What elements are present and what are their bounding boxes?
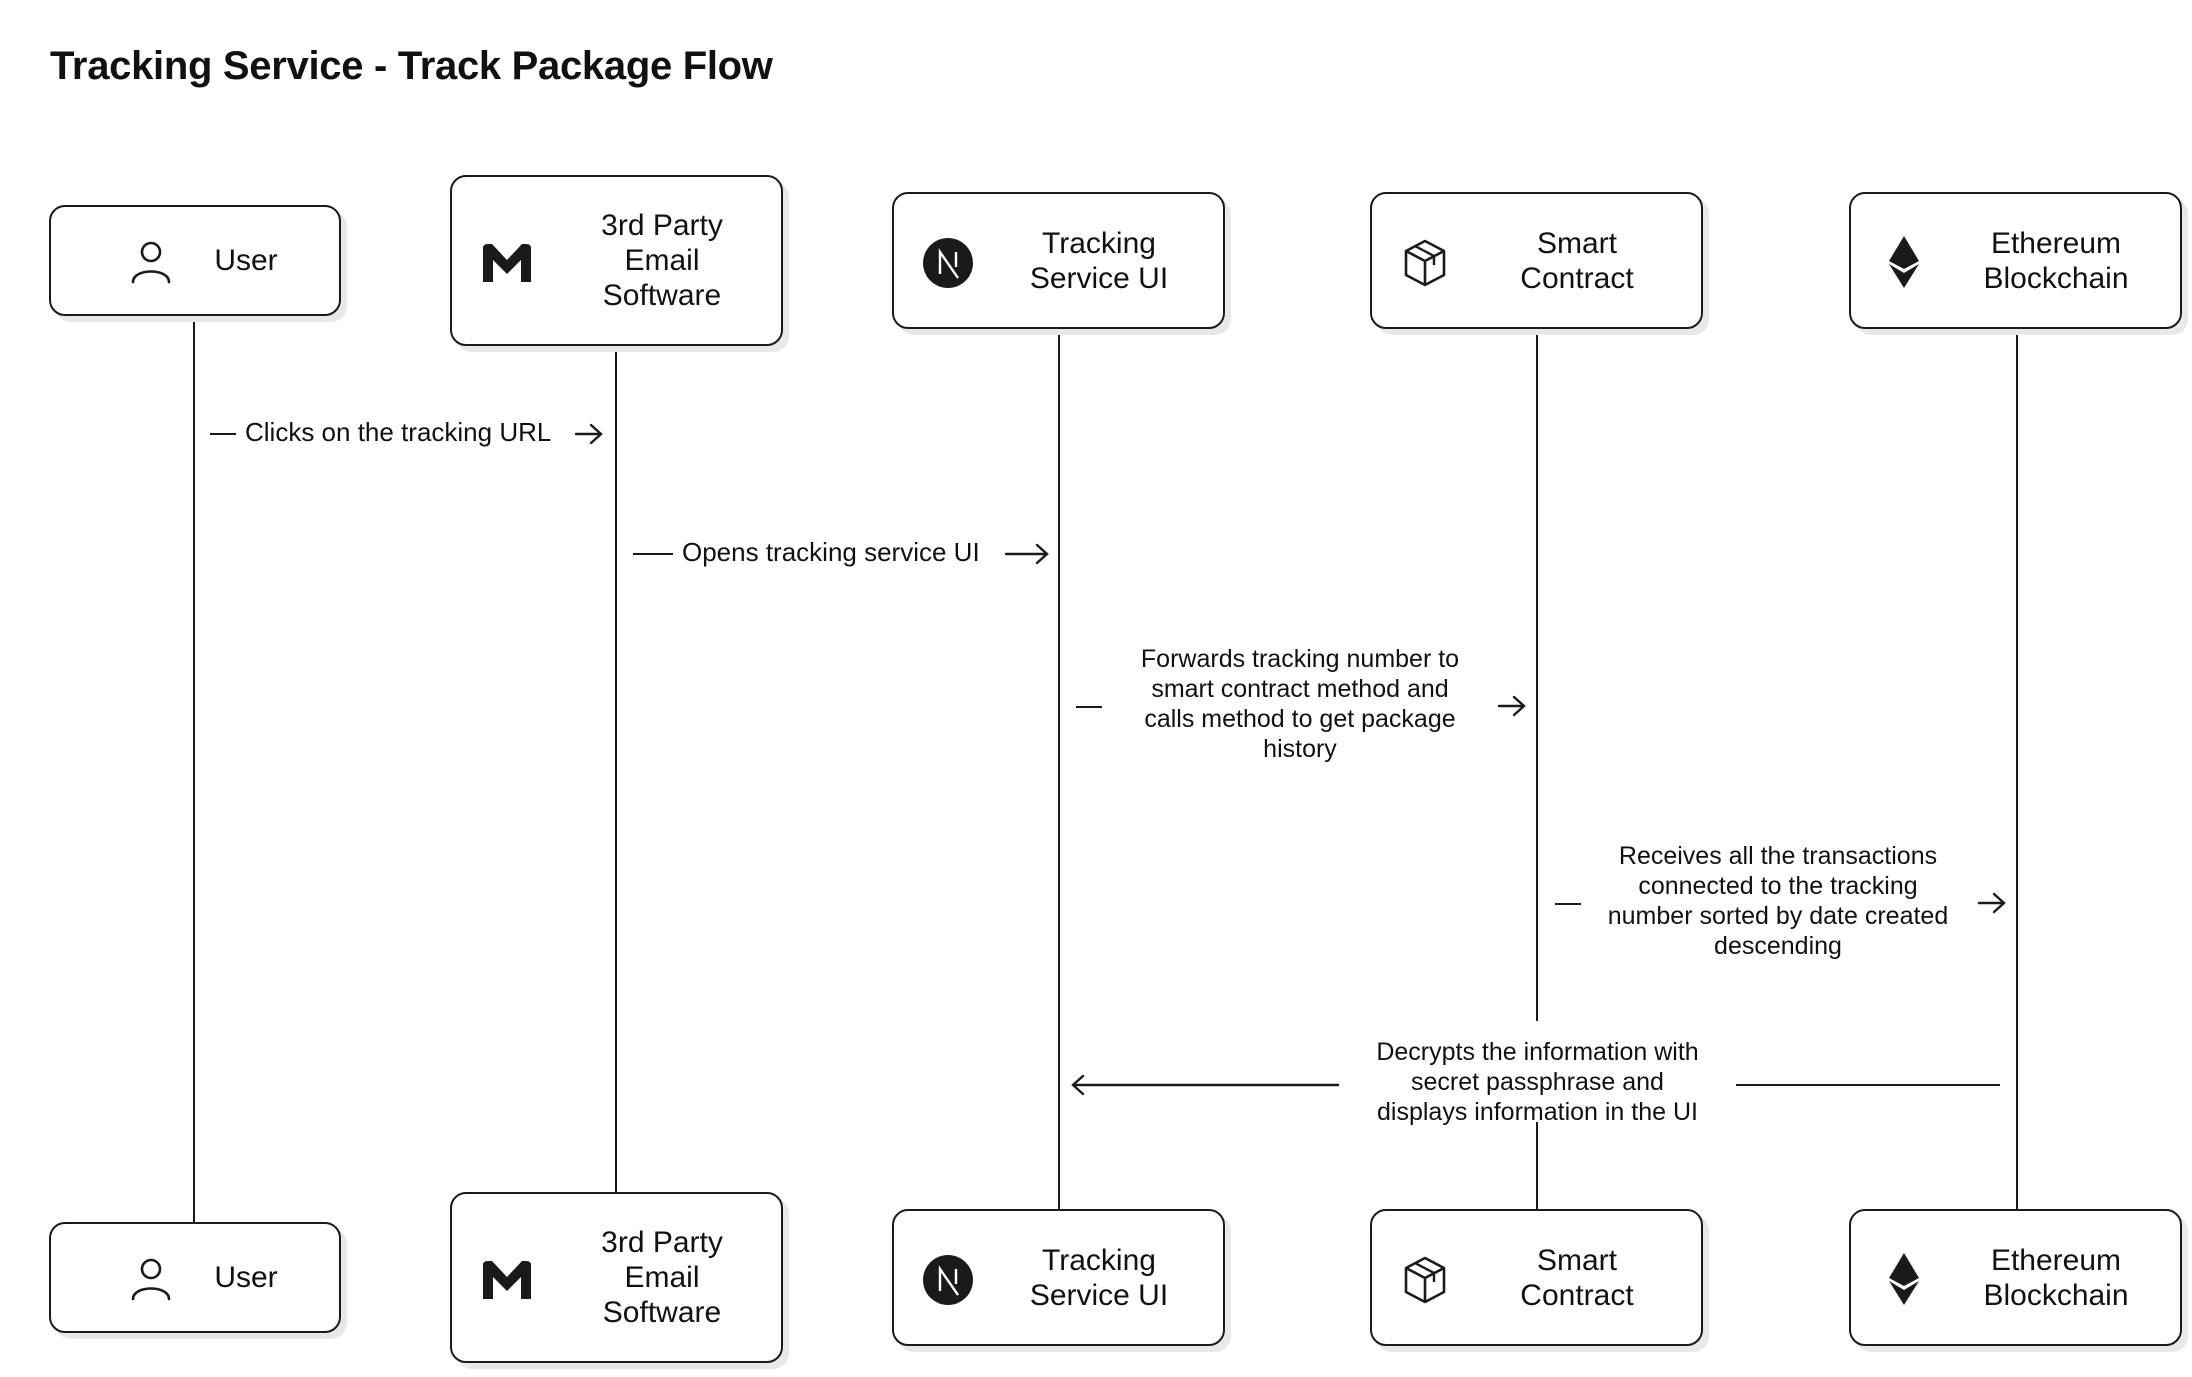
- message-label: Decrypts the information with secret pas…: [1376, 1038, 1699, 1126]
- participant-ui-top[interactable]: Tracking Service UI: [892, 192, 1225, 329]
- participant-contract-top[interactable]: Smart Contract: [1370, 192, 1703, 329]
- message-line: [1736, 1084, 2000, 1086]
- arrow-right-icon: [1004, 543, 1049, 565]
- participant-chain-top[interactable]: Ethereum Blockchain: [1849, 192, 2182, 329]
- cube-icon: [1402, 1255, 1448, 1305]
- message-line: [1555, 903, 1581, 905]
- ethereum-icon: [1887, 234, 1921, 290]
- nextjs-icon: [922, 237, 974, 289]
- gmail-icon: [480, 242, 534, 284]
- participant-label: User: [214, 244, 278, 277]
- message-line: [1076, 706, 1102, 708]
- message-label: Clicks on the tracking URL: [245, 417, 552, 447]
- participant-label: Smart Contract: [1520, 1243, 1634, 1312]
- participant-label: Tracking Service UI: [1029, 1243, 1169, 1312]
- nextjs-icon: [922, 1254, 974, 1306]
- participant-label: Ethereum Blockchain: [1983, 226, 2129, 295]
- ethereum-icon: [1887, 1251, 1921, 1307]
- arrow-right-icon: [1977, 892, 2006, 914]
- participant-contract-bottom[interactable]: Smart Contract: [1370, 1209, 1703, 1346]
- message-label: Receives all the transactions connected …: [1607, 842, 1949, 960]
- arrow-right-icon: [1497, 695, 1526, 717]
- lifeline-contract-lower: [1536, 1122, 1538, 1210]
- message-label: Opens tracking service UI: [682, 537, 980, 567]
- user-icon: [129, 238, 173, 286]
- participant-label: User: [214, 1261, 278, 1294]
- lifeline-user: [193, 316, 195, 1222]
- diagram-title: Tracking Service - Track Package Flow: [50, 44, 773, 88]
- participant-email-top[interactable]: 3rd Party Email Software: [450, 175, 783, 346]
- message-label: Forwards tracking number to smart contra…: [1140, 645, 1460, 763]
- participant-label: Ethereum Blockchain: [1983, 1243, 2129, 1312]
- participant-label: Smart Contract: [1520, 226, 1634, 295]
- message-line: [633, 553, 673, 555]
- user-icon: [129, 1255, 173, 1303]
- lifeline-email: [615, 346, 617, 1192]
- participant-email-bottom[interactable]: 3rd Party Email Software: [450, 1192, 783, 1363]
- participant-chain-bottom[interactable]: Ethereum Blockchain: [1849, 1209, 2182, 1346]
- participant-label: Tracking Service UI: [1029, 226, 1169, 295]
- arrow-right-icon: [574, 423, 603, 445]
- participant-ui-bottom[interactable]: Tracking Service UI: [892, 1209, 1225, 1346]
- participant-user-bottom[interactable]: User: [49, 1222, 341, 1333]
- gmail-icon: [480, 1259, 534, 1301]
- participant-user-top[interactable]: User: [49, 205, 341, 316]
- participant-label: 3rd Party Email Software: [601, 1226, 723, 1329]
- arrow-left-icon: [1071, 1074, 1340, 1096]
- message-line: [210, 433, 236, 435]
- cube-icon: [1402, 238, 1448, 288]
- lifeline-ui: [1058, 329, 1060, 1209]
- lifeline-contract: [1536, 329, 1538, 1021]
- participant-label: 3rd Party Email Software: [601, 209, 723, 312]
- lifeline-chain: [2016, 329, 2018, 1209]
